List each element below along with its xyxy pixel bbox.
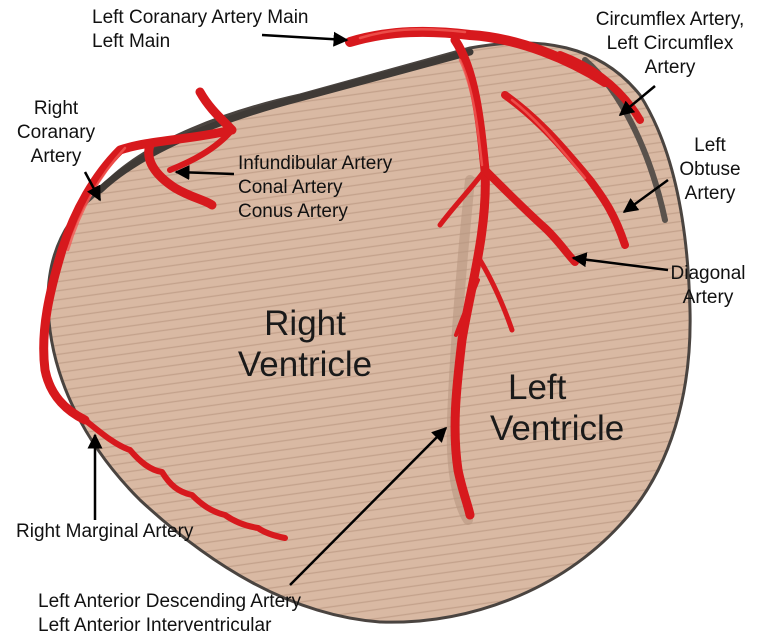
label-infundibular: Infundibular Artery Conal Artery Conus A…	[238, 152, 392, 224]
label-left-main-line-2: Left Main	[92, 30, 308, 54]
label-left-main-line-1: Left Coranary Artery Main	[92, 6, 308, 30]
label-right-coronary-line-1: Right	[6, 97, 106, 121]
label-circumflex: Circumflex Artery, Left Circumflex Arter…	[575, 8, 761, 80]
label-infundibular-line-1: Infundibular Artery	[238, 152, 392, 176]
label-right-marginal-line-1: Right Marginal Artery	[16, 520, 193, 544]
label-right-ventricle-line-1: Right	[220, 303, 390, 344]
label-circumflex-line-1: Circumflex Artery,	[575, 8, 761, 32]
label-left-obtuse-line-3: Artery	[668, 182, 752, 206]
label-left-obtuse-line-1: Left	[668, 134, 752, 158]
label-right-marginal: Right Marginal Artery	[16, 520, 193, 544]
label-lad-line-2: Left Anterior Interventricular	[38, 614, 301, 638]
label-right-ventricle: Right Ventricle	[220, 303, 390, 385]
label-right-coronary-line-3: Artery	[6, 145, 106, 169]
label-left-obtuse-line-2: Obtuse	[668, 158, 752, 182]
label-right-ventricle-line-2: Ventricle	[220, 344, 390, 385]
label-lad: Left Anterior Descending Artery Left Ant…	[38, 590, 301, 638]
label-infundibular-line-2: Conal Artery	[238, 176, 392, 200]
label-diagonal: Diagonal Artery	[660, 262, 756, 310]
label-right-coronary: Right Coranary Artery	[6, 97, 106, 169]
label-left-obtuse: Left Obtuse Artery	[668, 134, 752, 206]
label-right-coronary-line-2: Coranary	[6, 121, 106, 145]
label-circumflex-line-2: Left Circumflex	[575, 32, 761, 56]
label-diagonal-line-1: Diagonal	[660, 262, 756, 286]
label-left-main: Left Coranary Artery Main Left Main	[92, 6, 308, 54]
label-lad-line-1: Left Anterior Descending Artery	[38, 590, 301, 614]
label-infundibular-line-3: Conus Artery	[238, 200, 392, 224]
label-diagonal-line-2: Artery	[660, 286, 756, 310]
label-circumflex-line-3: Artery	[575, 56, 761, 80]
label-left-ventricle: Left Ventricle	[490, 367, 680, 449]
label-left-ventricle-line-1: Left	[490, 367, 680, 408]
label-left-ventricle-line-2: Ventricle	[490, 408, 680, 449]
